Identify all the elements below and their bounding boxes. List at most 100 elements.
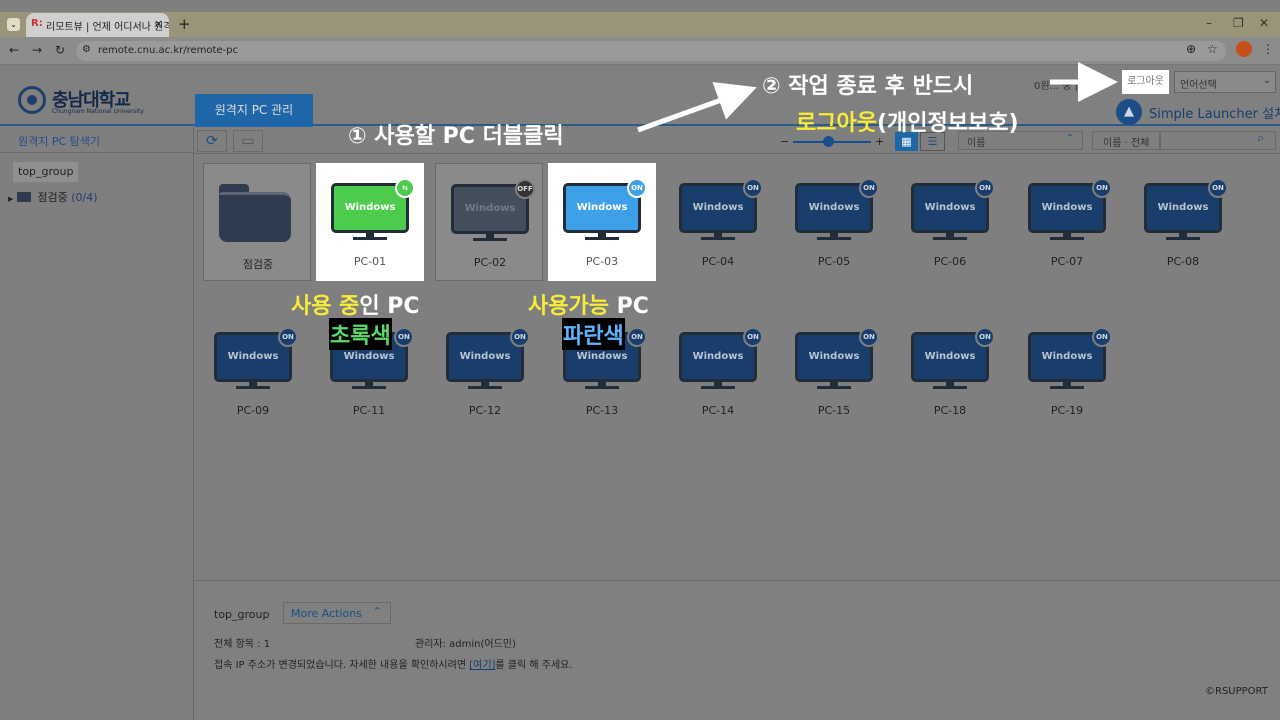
total-items: 전체 항목 : 1 [214,639,271,650]
item-label: PC-02 [473,256,507,269]
notice-link[interactable]: [여기] [469,660,496,671]
annotation-in-use: 사용 중인 PC [291,288,420,320]
list-view-button[interactable]: ☰ [920,132,945,151]
refresh-icon: ⟳ [206,133,218,149]
language-select[interactable]: 언어선택 ⌄ [1174,71,1276,93]
more-actions-button[interactable]: More Actions ⌃ [283,602,391,624]
annotation-step2: ② 작업 종료 후 반드시 [762,74,974,99]
page-header: 충남대학교 Chungnam National University 원격지 P… [0,66,1280,127]
site-info-icon[interactable]: ⚙ [82,44,91,55]
tree-group-top[interactable]: top_group [13,162,79,182]
reload-icon[interactable]: ↻ [55,43,66,57]
browser-tab-strip: ⌄ R: 리모트뷰 | 언제 어디서나 원격 × + – ❐ ✕ [0,12,1280,37]
university-logo[interactable]: 충남대학교 Chungnam National University [18,86,144,118]
on-badge: ON [627,178,647,198]
item-label: PC-09 [236,404,270,417]
sidebar-title: 원격지 PC 탐색기 [0,127,193,153]
logo-sub: Chungnam National University [52,108,144,115]
chevron-down-icon: ⌄ [1262,75,1271,86]
logout-button[interactable]: 로그아웃 [1122,70,1169,94]
on-badge: ON [1092,327,1112,347]
item-label: PC-15 [817,404,851,417]
pc-item-03[interactable]: Windows ON PC-03 [548,163,656,281]
annotation-in-use-yellow: 사용 중 [291,294,360,319]
monitor-icon: ▭ [241,133,255,149]
url-input[interactable]: ⚙ remote.cnu.ac.kr/remote-pc [76,41,1226,61]
bookmark-star-icon[interactable]: ☆ [1207,42,1218,56]
content-toolbar: ⟳ ▭ − + ▦ ☰ 이름 ⌃ 이름 · 전체 ⌕ [195,127,1280,154]
folder-icon [219,184,291,242]
on-badge: ON [278,327,298,347]
item-label: PC-14 [701,404,735,417]
tab-search-icon[interactable]: ⌄ [7,18,20,31]
pc-item-02[interactable]: Windows OFF PC-02 [435,163,543,281]
annotation-blue-label: 파란색 [562,318,625,350]
maximize-icon[interactable]: ❐ [1233,16,1244,30]
folder-icon [17,192,32,202]
sidebar: 원격지 PC 탐색기 top_group ▶점검중 (0/4) [0,127,194,720]
emblem-icon [18,86,46,114]
tree-folder-label: 점검중 [37,191,68,204]
monitor-icon: Windows ON [563,178,647,240]
tree-folder-maintenance[interactable]: ▶점검중 (0/4) [8,189,98,205]
refresh-button[interactable]: ⟳ [197,130,227,152]
search-scope-select[interactable]: 이름 · 전체 [1092,131,1160,150]
forward-icon[interactable]: → [32,43,43,57]
simple-launcher-install[interactable]: ▲ Simple Launcher 설치 [1116,99,1280,125]
monitor-icon: Windows OFF [451,179,535,241]
zoom-icon[interactable]: ⊕ [1186,42,1197,56]
on-badge: ON [1092,178,1112,198]
sort-select[interactable]: 이름 ⌃ [958,131,1083,150]
menu-icon[interactable]: ⋮ [1262,42,1274,56]
search-input[interactable] [1160,131,1276,150]
profile-avatar[interactable] [1236,41,1252,57]
monitor-screen: Windows [451,184,529,234]
expand-caret-icon[interactable]: ▶ [8,195,14,203]
address-bar-row: ← → ↻ ⚙ remote.cnu.ac.kr/remote-pc ⊕ ☆ ⋮ [0,37,1280,65]
zoom-slider-handle[interactable] [823,136,834,147]
tab-title: 리모트뷰 | 언제 어디서나 원격 [46,22,169,33]
annotation-available: 사용가능 PC [528,288,649,320]
tab-remote-pc-management[interactable]: 원격지 PC 관리 [195,94,313,127]
pc-item-01[interactable]: Windows ⇆ PC-01 [316,163,424,281]
folder-item[interactable]: 점검중 [203,163,311,281]
zoom-in-button[interactable]: + [875,135,885,148]
browser-tab[interactable]: R: 리모트뷰 | 언제 어디서나 원격 × [26,13,169,37]
tab-close-icon[interactable]: × [153,17,163,30]
remote-connect-button[interactable]: ▭ [233,130,263,152]
annotation-in-use-white: 인 PC [359,294,420,319]
on-badge: ON [859,327,879,347]
zoom-out-button[interactable]: − [780,135,790,148]
back-icon[interactable]: ← [9,43,20,57]
item-label: PC-13 [585,404,619,417]
search-icon[interactable]: ⌕ [1257,131,1265,146]
window-close-icon[interactable]: ✕ [1259,16,1270,30]
new-tab-button[interactable]: + [178,15,191,33]
favicon-icon: R: [31,18,43,29]
on-badge: ON [394,327,414,347]
minimize-icon[interactable]: – [1206,16,1212,30]
annotation-available-yellow: 사용가능 [528,294,609,319]
off-badge: OFF [515,179,535,199]
admin-info: 관리자: admin(어드민) [415,639,516,650]
in-use-badge: ⇆ [395,178,415,198]
grid-view-button[interactable]: ▦ [895,132,918,151]
